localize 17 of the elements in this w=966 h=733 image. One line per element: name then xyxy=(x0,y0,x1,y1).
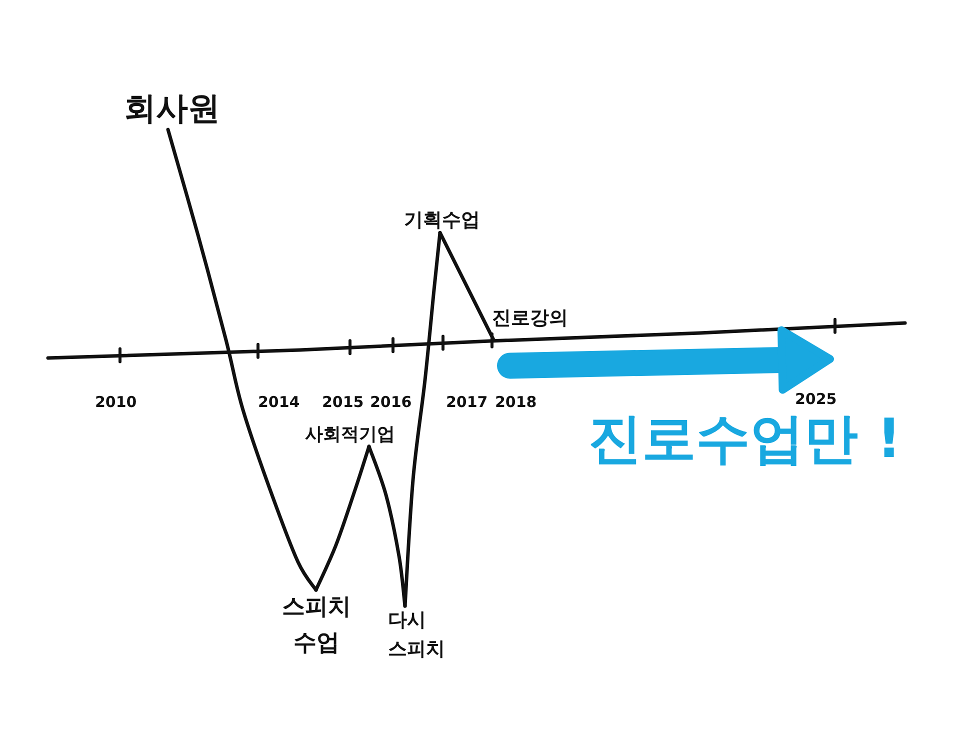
curve-line xyxy=(314,444,371,592)
curve-line xyxy=(438,230,496,342)
curve-line xyxy=(367,444,407,608)
point-label: 다시 스피치 xyxy=(388,606,445,663)
point-label: 회사원 xyxy=(124,88,220,130)
year-label: 2017 xyxy=(446,393,488,412)
point-label: 진로강의 xyxy=(492,306,568,341)
point-label: 사회적기업 xyxy=(305,423,395,446)
year-label: 2010 xyxy=(95,393,137,412)
year-label: 2015 xyxy=(322,393,364,412)
curve-line xyxy=(403,230,442,608)
year-label: 2014 xyxy=(258,393,300,412)
point-label: 기획수업 xyxy=(404,208,480,233)
year-label: 2016 xyxy=(370,393,412,412)
year-label: 2018 xyxy=(495,393,537,412)
point-label: 스피치 수업 xyxy=(282,590,351,662)
curve-line xyxy=(166,128,318,592)
